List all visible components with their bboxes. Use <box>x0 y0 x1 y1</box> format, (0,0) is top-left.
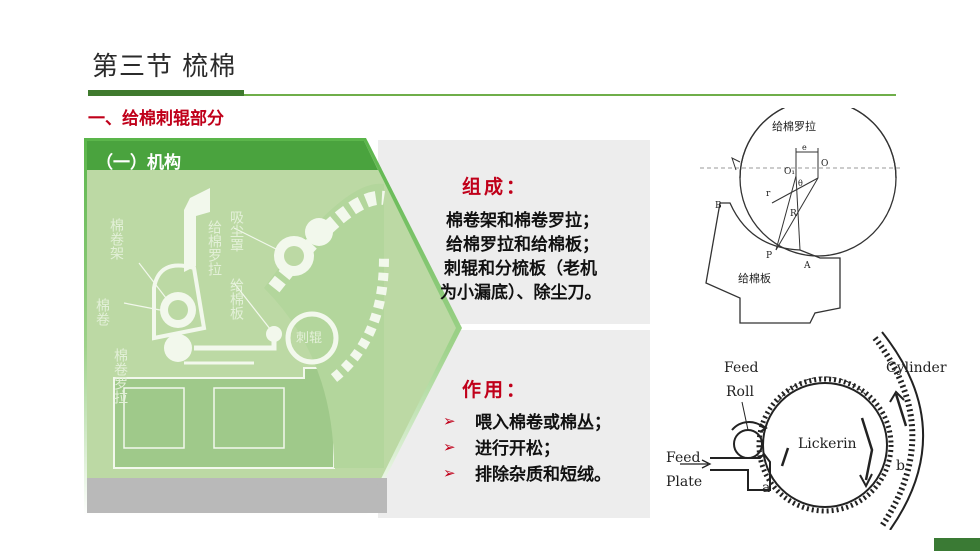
label-P: P <box>766 251 772 261</box>
label-roll-rack: 棉卷架 <box>108 217 124 260</box>
label-lickerin: Lickerin <box>798 436 857 452</box>
label-e: e <box>802 143 807 152</box>
label-B: B <box>715 201 722 211</box>
mechanism-panel: 棉卷架 给棉罗拉 吸尘罩 给棉板 棉卷 棉卷罗拉 刺辊 <box>84 138 462 516</box>
label-R: R <box>790 209 797 219</box>
function-title: 作用： <box>462 379 529 401</box>
section-heading: 一、给棉刺辊部分 <box>88 109 224 129</box>
composition-line: 给棉罗拉和给棉板； <box>446 235 599 255</box>
label-feed-roller: 给棉罗拉 <box>206 220 222 276</box>
panel-header-band <box>87 141 378 170</box>
label-lap-roller: 棉卷罗拉 <box>112 347 128 404</box>
label-cylinder: Cylinder <box>886 360 947 376</box>
feed-roller-geometry-diagram: 给棉罗拉 给棉板 O O₁ B A P R r e θ <box>700 108 900 324</box>
composition-line: 棉卷架和棉卷罗拉； <box>446 211 599 231</box>
label-feed-roller: 给棉罗拉 <box>772 119 816 133</box>
composition-line: 刺辊和分梳板（老机 <box>444 259 597 279</box>
lickerin-diagram: Feed Roll Feed Plate Cylinder Lickerin a… <box>666 331 947 530</box>
label-feed-plate-1: Feed <box>666 450 701 466</box>
function-item: 排除杂质和短绒。 <box>475 465 611 485</box>
label-O: O <box>821 159 828 169</box>
label-feed-plate-2: Plate <box>666 474 702 490</box>
label-dust-cover: 吸尘罩 <box>228 210 244 252</box>
label-lap: 棉卷 <box>94 297 110 326</box>
page-title: 第三节 梳棉 <box>92 52 237 82</box>
label-feed-plate: 给棉板 <box>228 278 244 320</box>
label-b: b <box>896 458 905 474</box>
title-divider <box>244 94 896 96</box>
label-A: A <box>803 261 811 271</box>
composition-line: 为小漏底）、除尘刀。 <box>440 283 602 303</box>
title-underline-accent <box>88 90 244 96</box>
label-feed-roll-1: Feed <box>724 360 759 376</box>
label-theta: θ <box>798 179 803 188</box>
composition-title: 组成： <box>462 176 529 198</box>
mechanism-subtitle: （一）机构 <box>96 153 181 173</box>
bullet-arrow-icon: ➢ <box>443 464 456 482</box>
function-item: 喂入棉卷或棉丛； <box>475 413 611 433</box>
function-item: 进行开松； <box>475 439 560 459</box>
label-feed-roll-2: Roll <box>726 384 754 400</box>
label-a: a <box>762 480 770 496</box>
bullet-arrow-icon: ➢ <box>443 438 456 456</box>
label-lickerin: 刺辊 <box>296 331 322 346</box>
label-r: r <box>766 189 771 199</box>
label-O1: O₁ <box>784 167 795 177</box>
label-feed-plate: 给棉板 <box>738 271 771 285</box>
carding-machine-drawing <box>113 183 389 469</box>
bullet-arrow-icon: ➢ <box>443 412 456 430</box>
footer-accent-bar <box>934 538 980 551</box>
